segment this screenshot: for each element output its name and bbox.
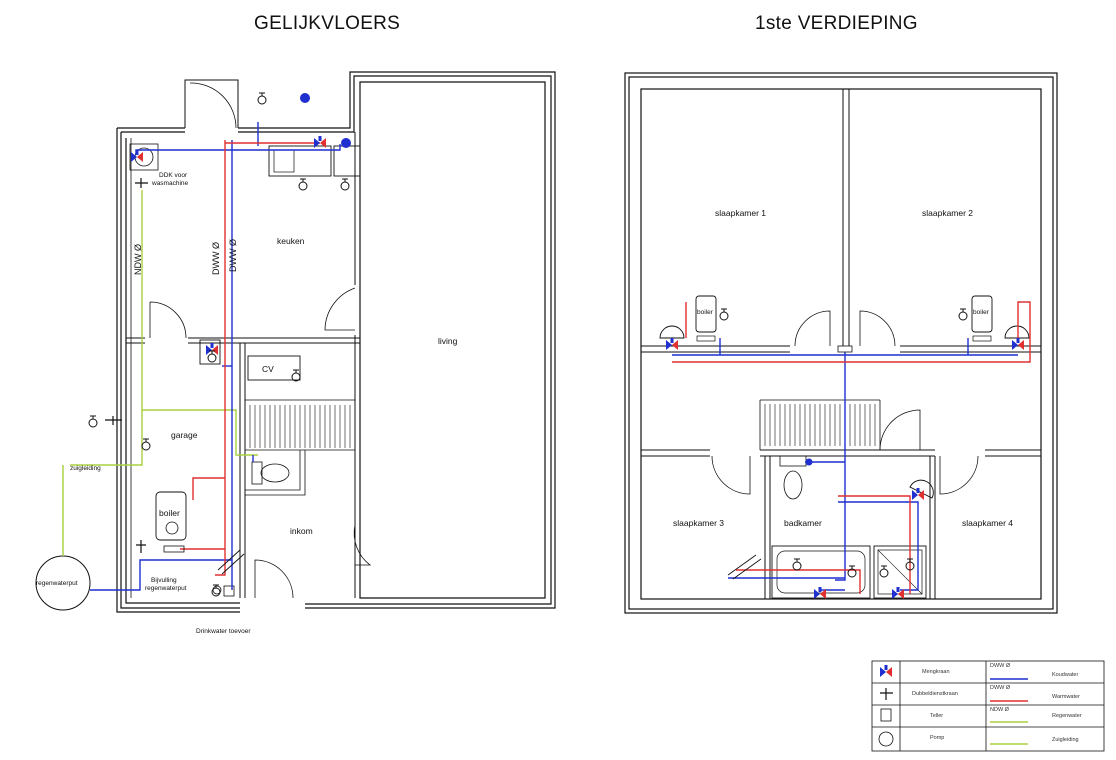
- ddk-label-line1: DDK voor: [159, 172, 188, 179]
- legend-line-code-2: DWW Ø: [990, 685, 1011, 691]
- room-slaapkamer-4: slaapkamer 4: [962, 518, 1014, 528]
- first-floor-walls: [624, 72, 1058, 614]
- legend-line-name-1: Koudwater: [1052, 672, 1079, 678]
- ground-floor-walls: [35, 71, 556, 613]
- room-garage: garage: [171, 430, 198, 440]
- first-pipes: [672, 301, 1031, 594]
- ground-stairs: [249, 405, 351, 448]
- legend-line-name-4: Zuigleiding: [1052, 737, 1079, 743]
- room-slaapkamer-2: slaapkamer 2: [922, 208, 974, 218]
- room-living: living: [438, 336, 458, 346]
- boiler-label: boiler: [159, 508, 180, 518]
- legend-symbol-dubbeldienstkraan: Dubbeldienstkraan: [912, 691, 958, 697]
- legend-box: [871, 660, 1105, 752]
- legend-symbol-pomp: Pomp: [930, 735, 945, 741]
- room-slaapkamer-3: slaapkamer 3: [673, 518, 725, 528]
- room-badkamer: badkamer: [784, 518, 822, 528]
- ddk-label-line2: wasmachine: [152, 180, 189, 187]
- ground-floor-title: GELIJKVLOERS: [254, 13, 401, 34]
- cv-label: CV: [262, 364, 274, 374]
- room-inkom: inkom: [290, 526, 313, 536]
- ground-fixtures: [88, 92, 351, 597]
- legend-line-code-3: NDW Ø: [990, 707, 1009, 713]
- legend-line-name-2: Warmwater: [1052, 694, 1080, 700]
- room-keuken: keuken: [277, 236, 305, 246]
- legend-symbol-mengkraan: Mengkraan: [922, 669, 950, 675]
- ground-pipes: [62, 122, 341, 591]
- first-floor-title: 1ste VERDIEPING: [755, 13, 918, 34]
- drinkwater-label: Drinkwater toevoer: [196, 628, 251, 635]
- dww-pipe-label-1: DWW Ø: [211, 242, 221, 275]
- legend-symbol-teller: Teller: [930, 713, 944, 719]
- zuigleiding-label: zuigleiding: [70, 465, 101, 472]
- first-stairs: [764, 404, 876, 446]
- regenwaterput-label: regenwaterput: [36, 580, 78, 587]
- boiler-left-label: boiler: [697, 309, 713, 316]
- ndw-pipe-label: NDW Ø: [133, 244, 143, 275]
- room-slaapkamer-1: slaapkamer 1: [715, 208, 767, 218]
- legend-line-code-1: DWW Ø: [990, 663, 1011, 669]
- first-fixtures: [666, 308, 1024, 599]
- bijvulling-label-line2: regenwaterput: [145, 585, 187, 592]
- bijvulling-label-line1: Bijvulling: [151, 577, 177, 584]
- boiler-right-label: boiler: [973, 309, 989, 316]
- dww-pipe-label-2: DWW Ø: [228, 239, 238, 272]
- legend-line-name-3: Regenwater: [1052, 713, 1082, 719]
